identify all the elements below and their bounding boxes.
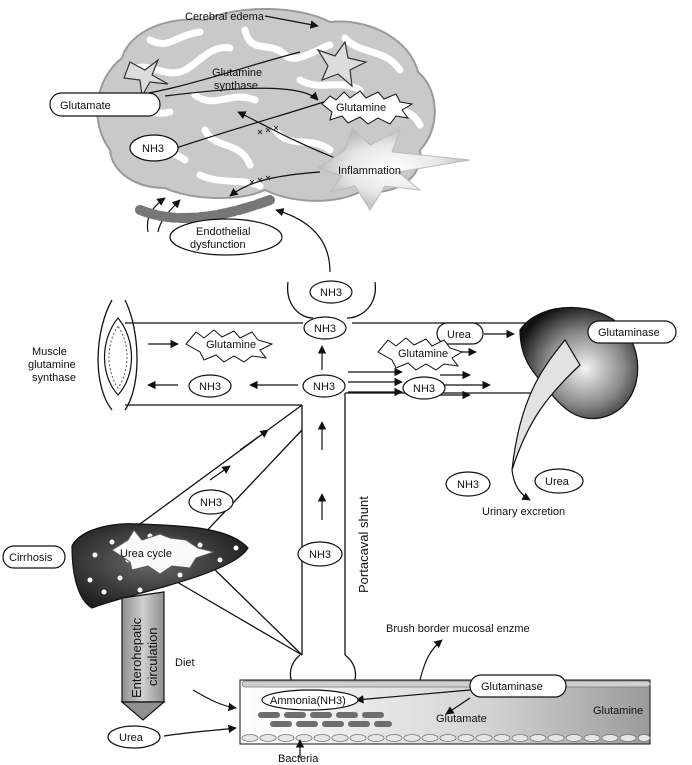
ammonia-label: Ammonia(NH3) bbox=[270, 695, 346, 707]
inflammation-label: Inflammation bbox=[338, 165, 401, 177]
diet-label: Diet bbox=[175, 657, 195, 669]
kidney-nh3-out-box bbox=[445, 471, 491, 497]
bacteria-label: Bacteria bbox=[278, 753, 319, 765]
kidney-glutaminase-label: Glutaminase bbox=[598, 327, 660, 339]
brain-nh3-label: NH3 bbox=[142, 143, 164, 155]
endothelial-label-2: dysfunction bbox=[190, 239, 246, 251]
cirrhosis-label: Cirrhosis bbox=[9, 552, 53, 564]
muscle-nh3-box bbox=[188, 374, 232, 398]
nh3-center-label: NH3 bbox=[314, 323, 336, 335]
liver: Urea cycle bbox=[71, 523, 249, 609]
muscle-label-2: glutamine bbox=[28, 359, 76, 371]
muscle bbox=[97, 299, 138, 411]
nh3-diagonal-label: NH3 bbox=[200, 497, 222, 509]
kidney-nh3-in-box bbox=[402, 376, 446, 400]
gut-urea-box bbox=[107, 725, 161, 749]
glutamate-label: Glutamate bbox=[60, 100, 111, 112]
cirrhosis-box bbox=[2, 545, 66, 569]
nh3-hub-label: NH3 bbox=[313, 381, 335, 393]
nh3-top-cup-label: NH3 bbox=[320, 287, 342, 299]
glutamine-synthase-label-2: synthase bbox=[214, 80, 258, 92]
brain-glutamine-label: Glutamine bbox=[336, 102, 386, 114]
endothelium bbox=[135, 195, 275, 224]
muscle-nh3-label: NH3 bbox=[199, 381, 221, 393]
brush-border-label: Brush border mucosal enzme bbox=[386, 623, 530, 635]
nh3-diagonal-box bbox=[188, 489, 234, 515]
glutamine-synthase-label-1: Glutamine bbox=[212, 67, 262, 79]
kidney-urea-in-label: Urea bbox=[447, 329, 472, 341]
neuron-right-icon bbox=[316, 40, 368, 88]
urea-cycle-burst bbox=[111, 529, 216, 575]
gut-bottom-cells bbox=[241, 734, 651, 742]
kidney-glutamine-label: Glutamine bbox=[398, 348, 448, 360]
muscle-glutamine-burst bbox=[185, 329, 274, 363]
kidney-urea-out-label: Urea bbox=[545, 476, 570, 488]
muscle-glutamine-label: Glutamine bbox=[206, 339, 256, 351]
portacaval-shunt-label: Portacaval shunt bbox=[356, 496, 371, 593]
bacteria-cluster bbox=[258, 712, 392, 727]
brain-nh3-box bbox=[129, 134, 179, 162]
gut-top-cells bbox=[241, 680, 651, 688]
blocked-marks bbox=[249, 125, 279, 185]
gut-glutamate-label: Glutamate bbox=[436, 713, 487, 725]
gut-arrows bbox=[163, 639, 471, 758]
cerebral-edema-label: Cerebral edema bbox=[185, 11, 265, 23]
enterohepatic-label-2: circulation bbox=[145, 627, 160, 686]
nh3-top-cup-box bbox=[309, 280, 353, 304]
inflammation-burst: Inflammation bbox=[316, 127, 471, 211]
gut-urea-label: Urea bbox=[119, 732, 144, 744]
kidney-nh3-in-label: NH3 bbox=[413, 383, 435, 395]
urea-cycle-label: Urea cycle bbox=[120, 548, 172, 560]
enterohepatic-label-1: Enterohepatic bbox=[129, 617, 144, 698]
ammonia-box bbox=[261, 689, 359, 711]
kidney-nh3-out-label: NH3 bbox=[457, 479, 479, 491]
kidney-glutamine-burst bbox=[377, 337, 464, 371]
enterohepatic-tube: Enterohepatic circulation bbox=[120, 591, 166, 721]
circulation-lines bbox=[124, 281, 540, 689]
endothelial-label-1: Endothelial bbox=[196, 226, 250, 238]
urinary-excretion-label: Urinary excretion bbox=[482, 506, 565, 518]
nh3-hub-box bbox=[302, 374, 346, 398]
kidney-urea-out-box bbox=[534, 468, 584, 494]
gut-glutaminase-label: Glutaminase bbox=[481, 681, 543, 693]
gut-glutamine-label: Glutamine bbox=[593, 705, 643, 717]
muscle-label-3: synthase bbox=[32, 372, 76, 384]
glutamate-box bbox=[49, 92, 161, 117]
nh3-shunt-label: NH3 bbox=[309, 549, 331, 561]
muscle-label-1: Muscle bbox=[32, 346, 67, 358]
nh3-shunt-box bbox=[297, 541, 343, 567]
brain-glutamine-burst bbox=[321, 90, 414, 125]
nh3-center-box bbox=[303, 316, 347, 340]
gut-glutaminase-box bbox=[469, 674, 567, 698]
kidney-glutaminase-box bbox=[587, 320, 677, 344]
endothelial-box bbox=[169, 218, 283, 256]
neuron-left-icon bbox=[123, 58, 169, 98]
kidney-urea-in-box bbox=[436, 322, 484, 345]
